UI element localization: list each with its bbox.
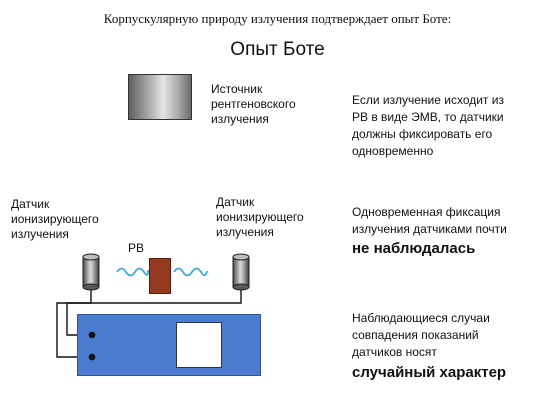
screen-window — [176, 322, 222, 368]
xray-source-block — [128, 74, 192, 120]
detector-right-label: Датчик ионизирующего излучения — [216, 195, 304, 240]
explanation-line: датчиков носят — [352, 345, 437, 359]
recording-screen — [77, 314, 261, 376]
source-label-line: рентгеновского — [211, 97, 296, 111]
wire-right — [56, 287, 242, 358]
terminal-dot — [88, 353, 96, 361]
wave-right — [173, 267, 208, 277]
source-label-line: излучения — [211, 112, 269, 126]
explanation-line: совпадения показаний — [352, 328, 479, 342]
detector-label-line: Датчик — [216, 195, 255, 209]
detector-label-line: ионизирующего — [11, 212, 99, 226]
explanation-2: Одновременная фиксация излучения датчика… — [352, 204, 507, 257]
explanation-line: должны фиксировать его — [352, 127, 493, 141]
intro-text: Корпускулярную природу излучения подтвер… — [103, 11, 452, 26]
detector-right-cylinder — [232, 253, 250, 291]
explanation-1: Если излучение исходит из РВ в виде ЭМВ,… — [352, 92, 504, 160]
sample-label: РВ — [128, 241, 145, 255]
explanation-3: Наблюдающиеся случаи совпадения показани… — [352, 310, 506, 381]
sample-block — [149, 258, 171, 294]
page-title: Опыт Боте — [230, 39, 325, 60]
source-label-line: Источник — [211, 82, 263, 96]
explanation-line: Наблюдающиеся случаи — [352, 311, 490, 325]
detector-label-line: Датчик — [11, 197, 50, 211]
explanation-2-strong: не наблюдалась — [352, 240, 476, 257]
explanation-line: излучения датчиками почти — [352, 222, 507, 236]
terminal-dot — [88, 331, 96, 339]
detector-label-line: ионизирующего — [216, 210, 304, 224]
explanation-line: Если излучение исходит из — [352, 93, 504, 107]
explanation-line: Одновременная фиксация — [352, 205, 501, 219]
detector-left-cylinder — [82, 253, 100, 291]
explanation-line: одновременно — [352, 144, 434, 158]
explanation-3-strong: случайный характер — [352, 364, 507, 381]
wave-left — [116, 267, 149, 277]
detector-left-label: Датчик ионизирующего излучения — [11, 197, 99, 242]
source-label: Источник рентгеновского излучения — [211, 82, 296, 127]
explanation-line: РВ в виде ЭМВ, то датчики — [352, 110, 504, 124]
detector-label-line: излучения — [216, 225, 274, 239]
detector-label-line: излучения — [11, 227, 69, 241]
